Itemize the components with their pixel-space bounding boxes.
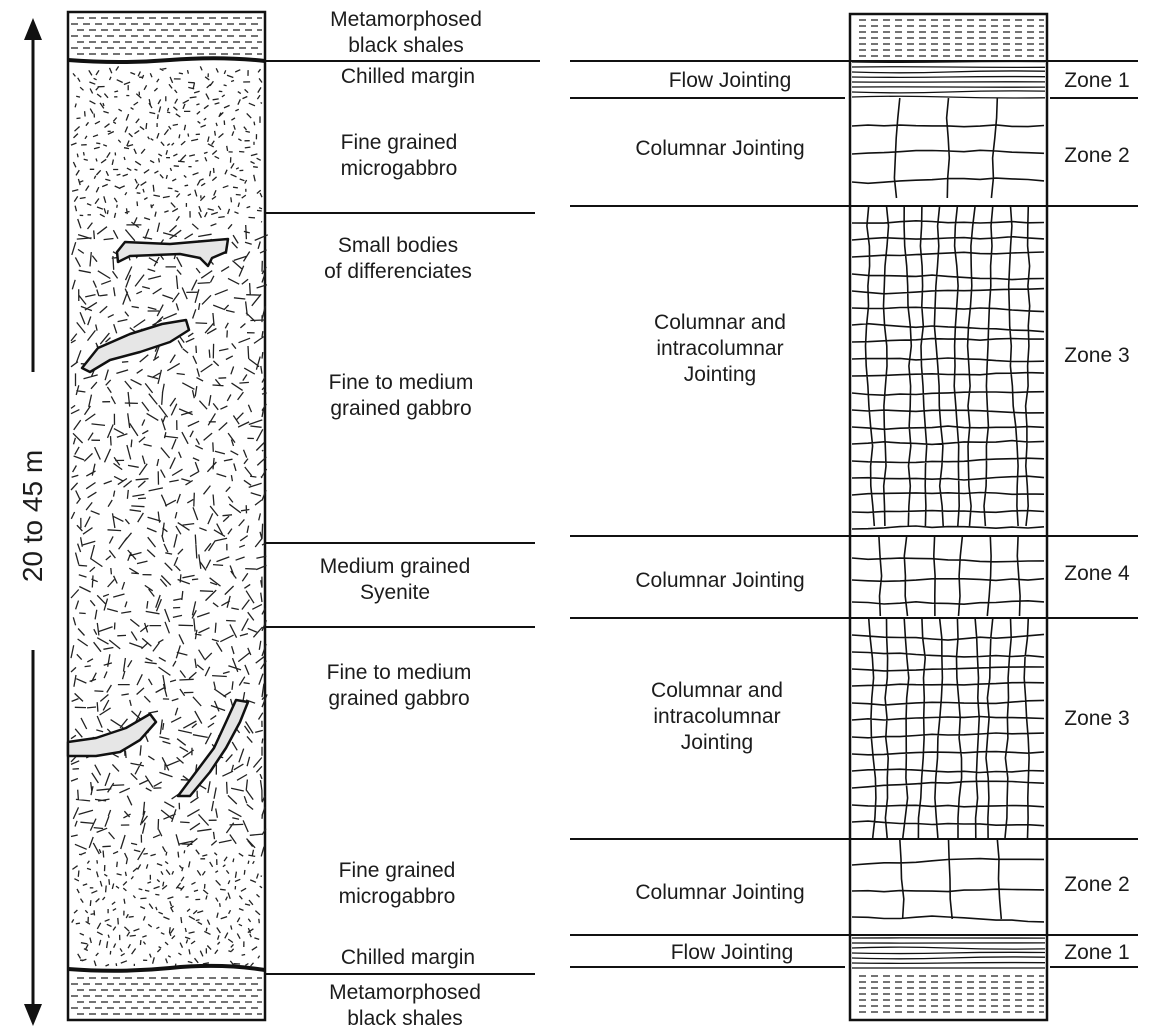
jointing-label-columnar-middle: Columnar Jointing: [635, 568, 804, 594]
label-line: Jointing: [654, 362, 786, 388]
zone-label-1-bottom: Zone 1: [1064, 940, 1129, 966]
label-line: Metamorphosed: [329, 980, 481, 1006]
zone-label-1-top: Zone 1: [1064, 68, 1129, 94]
label-line: grained gabbro: [327, 686, 472, 712]
label-line: Chilled margin: [341, 64, 475, 90]
label-line: Flow Jointing: [669, 68, 792, 94]
label-line: Columnar Jointing: [635, 136, 804, 162]
label-line: Jointing: [651, 730, 783, 756]
label-line: Metamorphosed: [330, 7, 482, 33]
lithology-label-bottom-microgabbro: Fine grained microgabbro: [339, 858, 456, 910]
zone-label-3-upper: Zone 3: [1064, 343, 1129, 369]
label-line: Fine to medium: [327, 660, 472, 686]
zone-label-2-upper: Zone 2: [1064, 143, 1129, 169]
label-line: Medium grained: [320, 554, 471, 580]
lithology-label-bottom-shales: Metamorphosed black shales: [329, 980, 481, 1032]
lithology-label-top-microgabbro: Fine grained microgabbro: [341, 130, 458, 182]
label-line: Columnar Jointing: [635, 568, 804, 594]
jointing-label-columnar-lower: Columnar Jointing: [635, 880, 804, 906]
lithology-label-bottom-chilled: Chilled margin: [341, 945, 475, 971]
label-line: black shales: [330, 33, 482, 59]
lithology-label-syenite: Medium grained Syenite: [320, 554, 471, 606]
label-line: black shales: [329, 1006, 481, 1032]
label-line: Columnar and: [651, 678, 783, 704]
label-line: intracolumnar: [654, 336, 786, 362]
lithology-label-top-shales: Metamorphosed black shales: [330, 7, 482, 59]
label-line: Fine grained: [339, 858, 456, 884]
zone-label-2-lower: Zone 2: [1064, 872, 1129, 898]
label-line: grained gabbro: [329, 396, 474, 422]
label-line: Fine grained: [341, 130, 458, 156]
label-line: Chilled margin: [341, 945, 475, 971]
label-line: intracolumnar: [651, 704, 783, 730]
label-line: Columnar and: [654, 310, 786, 336]
zone-label-4: Zone 4: [1064, 561, 1129, 587]
label-line: microgabbro: [339, 884, 456, 910]
jointing-label-flow-bottom: Flow Jointing: [671, 940, 794, 966]
label-line: microgabbro: [341, 156, 458, 182]
label-line: of differenciates: [324, 259, 472, 285]
label-line: Columnar Jointing: [635, 880, 804, 906]
jointing-label-flow-top: Flow Jointing: [669, 68, 792, 94]
jointing-label-columnar-upper: Columnar Jointing: [635, 136, 804, 162]
height-range-label: 20 to 45 m: [17, 450, 49, 582]
label-line: Fine to medium: [329, 370, 474, 396]
label-line: Syenite: [320, 580, 471, 606]
zone-label-3-lower: Zone 3: [1064, 706, 1129, 732]
lithology-label-lower-gabbro: Fine to medium grained gabbro: [327, 660, 472, 712]
label-line: Small bodies: [324, 233, 472, 259]
label-line: Flow Jointing: [671, 940, 794, 966]
lithology-label-top-chilled: Chilled margin: [341, 64, 475, 90]
jointing-label-intracolumnar-lower: Columnar and intracolumnar Jointing: [651, 678, 783, 756]
lithology-label-upper-gabbro: Fine to medium grained gabbro: [329, 370, 474, 422]
lithology-label-differenciates: Small bodies of differenciates: [324, 233, 472, 285]
jointing-label-intracolumnar-upper: Columnar and intracolumnar Jointing: [654, 310, 786, 388]
